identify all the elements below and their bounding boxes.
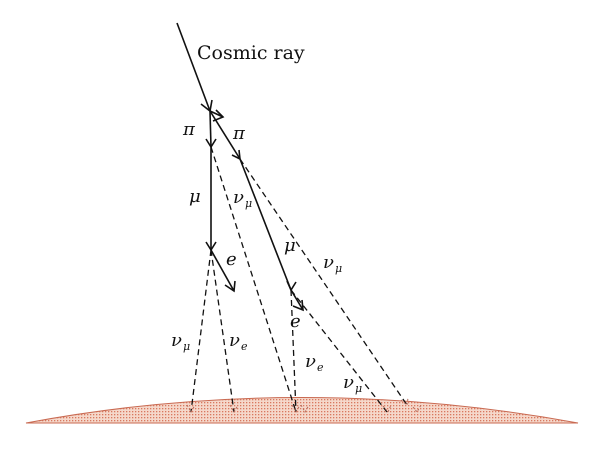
numu-left-muon-decay-track xyxy=(190,249,212,413)
nue-left-muon-label: νe xyxy=(229,330,248,353)
numu-right-track xyxy=(239,158,408,406)
pion-right-label: π xyxy=(233,123,245,144)
numu-right-muon-label: νμ xyxy=(343,372,363,395)
nue-right-muon-label: νe xyxy=(305,351,324,374)
muon-right-track xyxy=(239,158,292,291)
earth-surface xyxy=(25,397,579,424)
ground-impact-marks xyxy=(186,397,422,414)
recoil-track xyxy=(209,110,224,118)
numu-right-pion-label: νμ xyxy=(323,252,343,275)
muon-right-arrowhead xyxy=(286,280,297,292)
numu-left-track xyxy=(210,146,297,413)
electron-right-label: e xyxy=(290,311,301,332)
cosmic-ray-track xyxy=(176,22,211,112)
pion-right-track xyxy=(209,110,241,160)
electron-left-label: e xyxy=(226,249,237,270)
nue-left-muon-decay-track xyxy=(210,249,235,413)
electron-right-arrowhead xyxy=(292,299,304,312)
numu-left-muon-label: νμ xyxy=(171,330,191,353)
electron-left-arrowhead xyxy=(224,280,236,293)
cosmic-ray-label: Cosmic ray xyxy=(197,42,305,64)
electron-left-track xyxy=(210,249,235,292)
numu-left-pion-label: νμ xyxy=(233,187,253,210)
pion-left-label: π xyxy=(183,119,195,140)
nue-right-muon-decay-track xyxy=(290,289,297,413)
muon-right-label: μ xyxy=(284,235,296,256)
muon-left-label: μ xyxy=(189,186,201,207)
pion-left-track xyxy=(209,110,212,148)
numu-right-muon-decay-track xyxy=(290,289,388,413)
